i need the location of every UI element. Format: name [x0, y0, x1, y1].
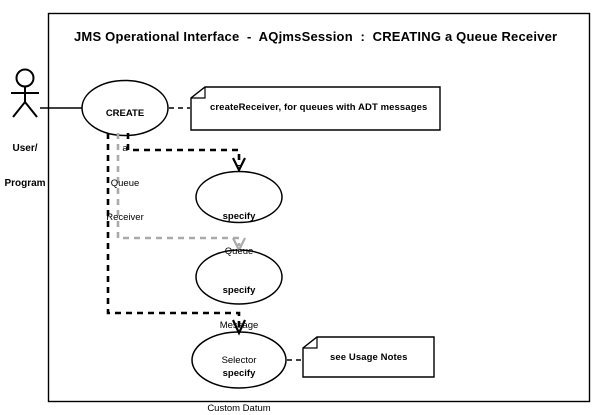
system-boundary-box — [47, 12, 591, 403]
usecase-selector-line3: Selector — [221, 354, 257, 366]
usecase-specify-custom-datum-factory-label: specify Custom Datum Factory — [179, 345, 299, 415]
arrowhead-specify-message-selector — [232, 237, 246, 253]
usecase-selector-line1: specify — [222, 285, 256, 297]
usecase-specify-message-selector-label: specify Message Selector — [179, 262, 299, 389]
actor-label: User/ Program — [0, 119, 65, 213]
usecase-specify-queue-line2: Queue — [224, 245, 254, 257]
note-usage-notes-shape — [302, 336, 435, 378]
usecase-specify-queue-line1: specify — [222, 211, 256, 223]
actor-label-line2: Program — [4, 177, 46, 189]
connector-create-to-specify-queue — [126, 133, 241, 166]
usecase-create-line1: CREATE — [105, 108, 145, 120]
actor-right-leg-line — [24, 101, 38, 118]
arrowhead-specify-queue — [232, 157, 246, 173]
usecase-create-line2: a — [122, 142, 128, 154]
note-create-receiver-text: createReceiver, for queues with ADT mess… — [210, 102, 428, 113]
connector-create-to-specify-custom-datum-factory — [106, 133, 241, 328]
connector-create-to-specify-message-selector — [116, 133, 241, 246]
user-program-actor-figure — [11, 68, 39, 118]
arrowhead-specify-custom-datum-factory — [232, 319, 246, 336]
actor-label-line1: User/ — [12, 142, 38, 154]
usecase-specify-queue-label: specify Queue — [179, 188, 299, 281]
usecase-selector-line2: Message — [219, 319, 259, 331]
note-create-receiver-shape — [190, 86, 441, 131]
usecase-create-line4: Receiver — [106, 212, 144, 224]
actor-head-icon — [15, 68, 35, 88]
note-usage-notes-text: see Usage Notes — [330, 352, 408, 363]
page-title: JMS Operational Interface - AQjmsSession… — [74, 29, 558, 44]
actor-left-leg-line — [12, 101, 26, 118]
usecase-factory-line2: Custom Datum — [207, 402, 271, 414]
usecase-create-queue-receiver-label: CREATE a Queue Receiver — [65, 85, 185, 247]
usecase-factory-line1: specify — [222, 368, 256, 380]
usecase-create-queue-receiver-shape[interactable] — [81, 79, 169, 137]
usecase-create-line3: Queue — [110, 177, 140, 189]
